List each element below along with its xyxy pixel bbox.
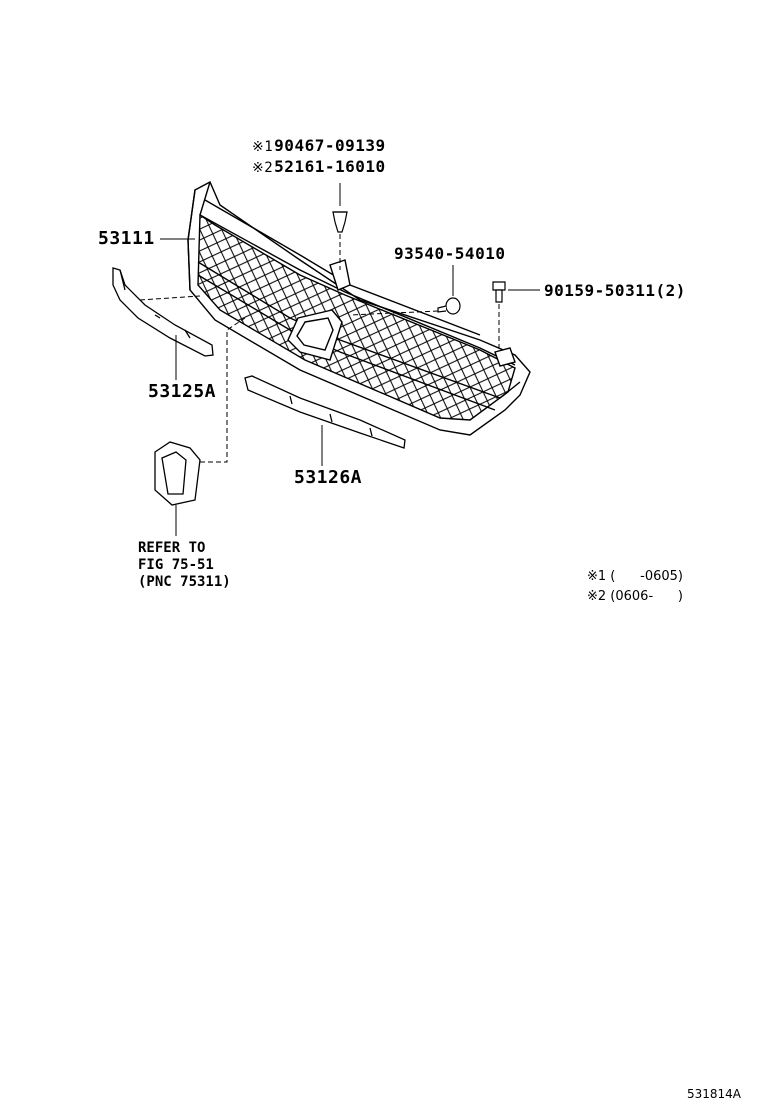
note-mark-1: ※1 (252, 139, 274, 155)
part-number-90467: 90467-09139 (274, 136, 386, 155)
clip-fastener (332, 183, 348, 270)
callout-52161: ※252161-16010 (252, 157, 386, 176)
refer-note: REFER TO FIG 75-51 (PNC 75311) (138, 540, 231, 591)
bolt-fastener (492, 281, 540, 348)
part-number-90159: 90159-50311(2) (544, 281, 686, 300)
radiator-grille (187, 181, 531, 436)
note-mark-2: ※2 (252, 160, 274, 176)
refer-line-1: REFER TO (138, 540, 206, 556)
part-number-53111: 53111 (98, 228, 155, 249)
screw-fastener (349, 265, 461, 316)
refer-line-3: (PNC 75311) (138, 574, 231, 590)
footnote-2: ※2 (0606- ) (587, 589, 684, 604)
part-number-52161: 52161-16010 (274, 157, 386, 176)
part-number-53126A: 53126A (294, 467, 363, 488)
lower-molding-53126A (244, 375, 406, 466)
refer-line-2: FIG 75-51 (138, 557, 214, 573)
part-number-93540: 93540-54010 (394, 244, 506, 263)
callout-90467: ※190467-09139 (252, 136, 386, 155)
upper-molding-53125A (112, 267, 214, 380)
illustration-code: 531814A (687, 1087, 742, 1101)
emblem-part (154, 317, 246, 536)
part-number-53125A: 53125A (148, 381, 217, 402)
footnote-1: ※1 ( -0605) (587, 569, 684, 584)
